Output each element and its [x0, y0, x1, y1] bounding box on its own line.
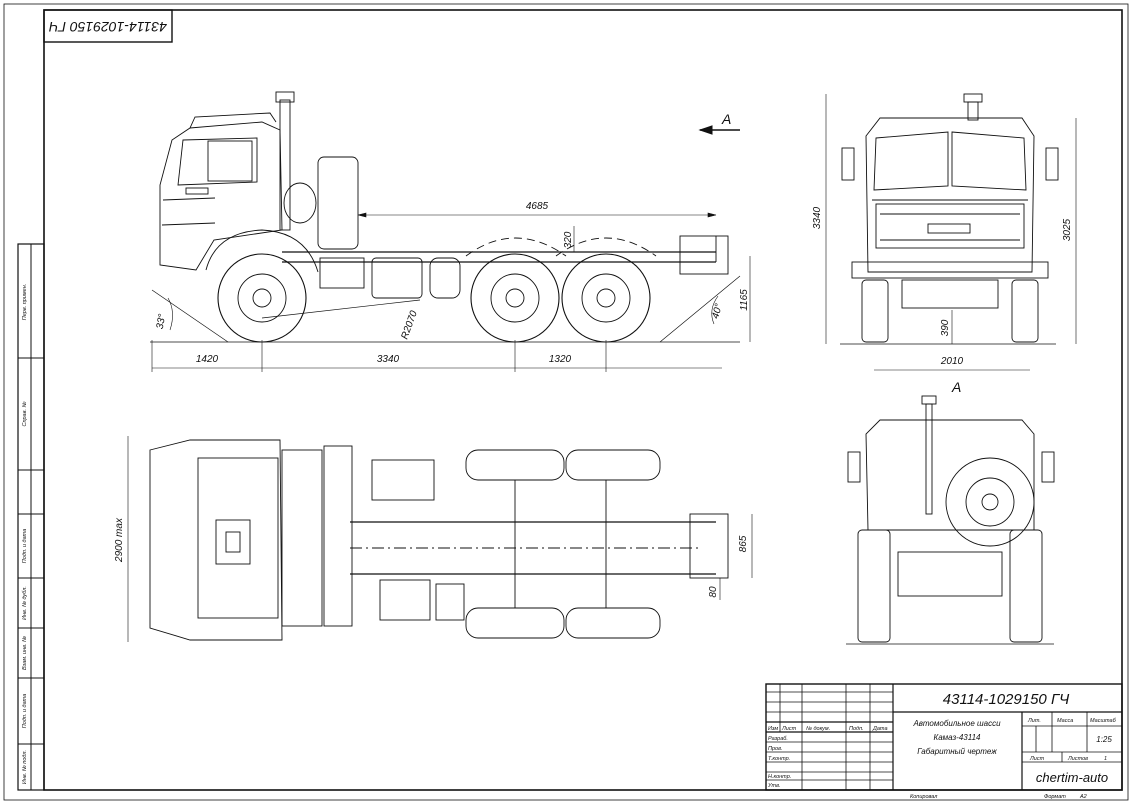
tb-scale-value: 1:25	[1096, 735, 1112, 744]
left-strip-label: Справ. №	[22, 401, 28, 426]
format-label: Формат	[1044, 794, 1066, 800]
tb-lit-label: Лит.	[1027, 718, 1041, 724]
section-arrow-top: А	[698, 111, 740, 135]
side-dimensions: 4685 320 1420 3340 1320 1165 R2070 33° 4…	[151, 201, 751, 372]
tb-role: Пров.	[768, 746, 783, 752]
dim-clearance: 390	[940, 319, 951, 336]
tb-sheet-label: Лист	[1029, 756, 1045, 762]
left-strip-label: Подп. и дата	[22, 529, 28, 563]
dim-angle-front: 33°	[155, 313, 168, 330]
dim-frame-ground: 1165	[739, 289, 750, 311]
tb-role: Н.контр.	[768, 774, 791, 780]
section-label-view: А	[951, 379, 961, 395]
tb-header-col: Подп.	[849, 726, 864, 732]
tb-org: chertim-auto	[1036, 770, 1108, 785]
tb-title-line2: Камаз-43114	[934, 733, 982, 742]
dim-wheelbase-front: 3340	[377, 354, 400, 365]
view-a: А	[846, 379, 1055, 645]
section-label-top: А	[721, 111, 731, 127]
top-view	[149, 439, 729, 641]
side-view	[150, 91, 741, 343]
front-dimensions: 3340 3025 390 2010	[812, 94, 1077, 371]
tb-scale-label: Масштаб	[1090, 718, 1117, 724]
dim-wheelbase-rear: 1320	[549, 354, 572, 365]
front-view	[840, 93, 1059, 345]
tb-header-col: Дата	[872, 726, 888, 732]
tb-title-line1: Автомобильное шасси	[912, 719, 1001, 728]
dim-frame-width: 865	[738, 535, 749, 552]
dim-angle-rear: 40°	[710, 303, 725, 320]
dim-frame-height: 320	[563, 231, 574, 248]
dim-front-overhang: 1420	[196, 354, 219, 365]
dim-frame-offset: 80	[708, 586, 719, 598]
tb-role: Т.контр.	[768, 756, 790, 762]
left-strip: Перв. примен. Справ. № Подп. и дата Инв.…	[17, 243, 45, 791]
sheet-frame	[3, 3, 1129, 801]
tb-header-col: Изм	[768, 726, 778, 732]
left-strip-label: Перв. примен.	[22, 284, 28, 321]
dim-width-max: 2900 max	[114, 517, 125, 563]
left-strip-label: Инв. № подл.	[22, 750, 28, 784]
left-strip-label: Подп. и дата	[22, 694, 28, 728]
tb-mass-label: Масса	[1057, 718, 1073, 724]
tb-sheets-value: 1	[1104, 756, 1107, 762]
dim-platform-length: 4685	[526, 201, 549, 212]
tb-role: Разраб.	[768, 736, 788, 742]
top-dimensions: 2900 max 865 80	[114, 436, 753, 642]
dim-height-total: 3340	[812, 206, 823, 229]
dim-width: 2010	[940, 356, 964, 367]
bottom-stamp-row: Копировал Формат А2	[910, 794, 1087, 800]
tb-doc-code: 43114-1029150 ГЧ	[943, 691, 1070, 708]
corner-code: 43114-1029150 ГЧ	[48, 19, 167, 35]
corner-code-box: 43114-1029150 ГЧ	[43, 9, 173, 43]
left-strip-label: Инв. № дубл.	[22, 586, 28, 620]
left-strip-label: Взам. инв. №	[22, 636, 28, 670]
title-block: Изм Лист № докум. Подп. Дата Разраб. Про…	[765, 683, 1123, 791]
tb-header-col: № докум.	[806, 726, 830, 732]
tb-title-line3: Габаритный чертеж	[917, 747, 997, 756]
tb-header-col: Лист	[781, 726, 797, 732]
format-value: А2	[1079, 794, 1087, 800]
copied-label: Копировал	[910, 794, 937, 800]
tb-sheets-label: Листов	[1067, 756, 1088, 762]
dim-radius: R2070	[399, 309, 420, 341]
tb-role: Утв.	[767, 783, 781, 789]
dim-height-cab: 3025	[1062, 218, 1073, 241]
